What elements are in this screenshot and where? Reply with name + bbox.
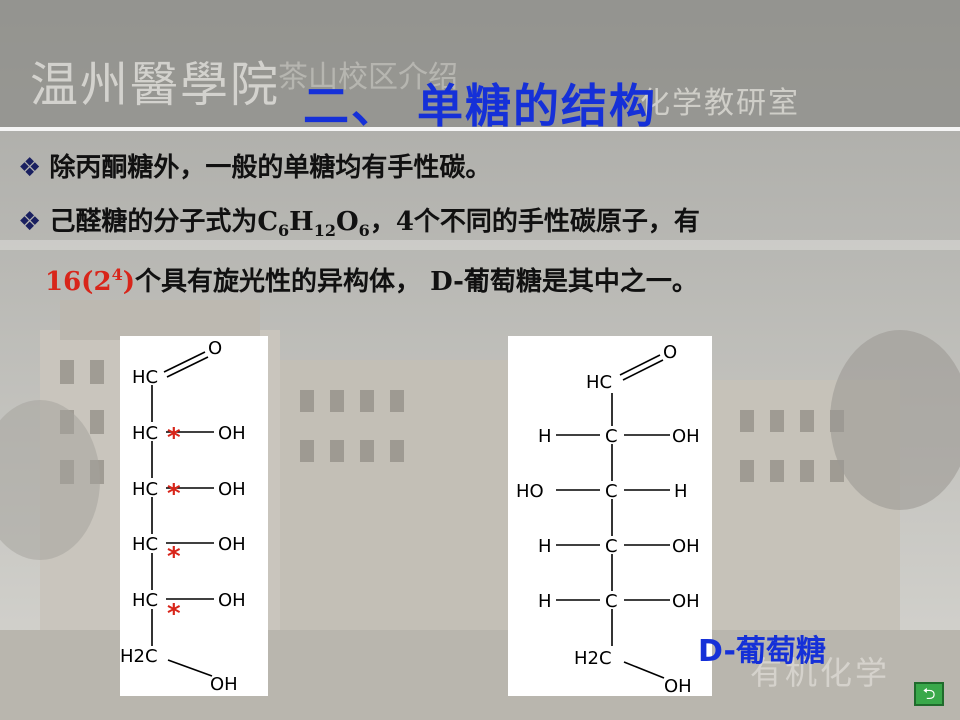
chiral-mark-2: * [167,479,181,509]
isomer-exponent: 4 [111,265,123,284]
hydroxyl-4: OH [218,590,246,611]
ch2-oh-bond [623,661,665,679]
formula-c-sub: 6 [278,221,290,240]
row1-left: H [538,426,552,447]
row3-right: OH [672,536,700,557]
right-structure [556,354,670,679]
slide-title: 二、 单糖的结构 [302,79,657,133]
terminal-hydroxyl: OH [664,676,692,697]
chiral-carbon-3: HC [132,534,158,555]
ch2-group: H2C [120,646,158,667]
hydroxyl-3: OH [218,534,246,555]
bullet-text-mid: ， [369,207,396,237]
chiral-mark-1: * [167,423,181,453]
bullet-text-end: 葡萄糖是其中之一。 [463,267,698,297]
aldehyde-oxygen: O [663,342,677,363]
row2-left: HO [516,481,544,502]
aldehyde-bond [619,354,661,376]
row2-carbon: C [605,481,618,502]
formula-c: C [257,207,279,237]
isomer-count: 16(2 [45,267,112,297]
course-watermark: 有机化学 [750,654,891,692]
row4-left: H [538,591,552,612]
aldehyde-oxygen: O [208,338,222,359]
formula-h-sub: 12 [313,221,337,240]
chiral-carbon-2: HC [132,479,158,500]
d-glucose-label: D-葡萄糖 [698,634,826,669]
bullet-chiral-carbon: ❖除丙酮糖外，一般的单糖均有手性碳。 [18,146,491,190]
hydroxyl-2: OH [218,479,246,500]
chiral-mark-3: * [167,542,181,572]
chiral-carbon-4: HC [132,590,158,611]
bullet-text-post2: 个具有旋光性的异构体， [135,267,422,297]
ch2-group: H2C [574,648,612,669]
right-structure-panel [508,336,712,696]
aldehyde-double-bond [166,356,209,378]
formula-o: O [336,207,359,237]
left-structure [151,351,214,677]
bullet-text-post: 个不同的手性碳原子，有 [413,207,700,237]
chiral-count: 4 [395,207,414,237]
campus-watermark: 茶山校区介绍 [278,60,458,95]
chiral-mark-4: * [167,599,181,629]
d-prefix: D- [421,267,464,297]
aldehyde-bond [163,351,206,373]
left-structure-panel [120,336,268,696]
diamond-bullet-icon: ❖ [18,153,42,183]
title-divider [0,127,960,131]
bullet-text-pre: 己醛糖的分子式为 [49,207,258,237]
school-name-watermark: 温州醫學院 [30,57,281,113]
terminal-hydroxyl: OH [210,674,238,695]
department-watermark: 化学教研室 [640,86,800,121]
row3-carbon: C [605,536,618,557]
diamond-bullet-icon: ❖ [18,207,42,237]
formula-o-sub: 6 [358,221,370,240]
chiral-carbon-1: HC [132,423,158,444]
aldehyde-double-bond [622,359,664,381]
row1-right: OH [672,426,700,447]
bullet-text: 除丙酮糖外，一般的单糖均有手性碳。 [49,153,492,183]
row3-left: H [538,536,552,557]
row4-carbon: C [605,591,618,612]
formula-h: H [289,207,314,237]
aldehyde-carbon: HC [132,367,158,388]
ch2-oh-bond [167,659,213,677]
aldehyde-carbon: HC [586,372,612,393]
return-icon[interactable]: ⮌ [914,682,944,706]
row4-right: OH [672,591,700,612]
row1-carbon: C [605,426,618,447]
hydroxyl-1: OH [218,423,246,444]
row2-right: H [674,481,688,502]
isomer-count-close: ) [122,267,136,297]
